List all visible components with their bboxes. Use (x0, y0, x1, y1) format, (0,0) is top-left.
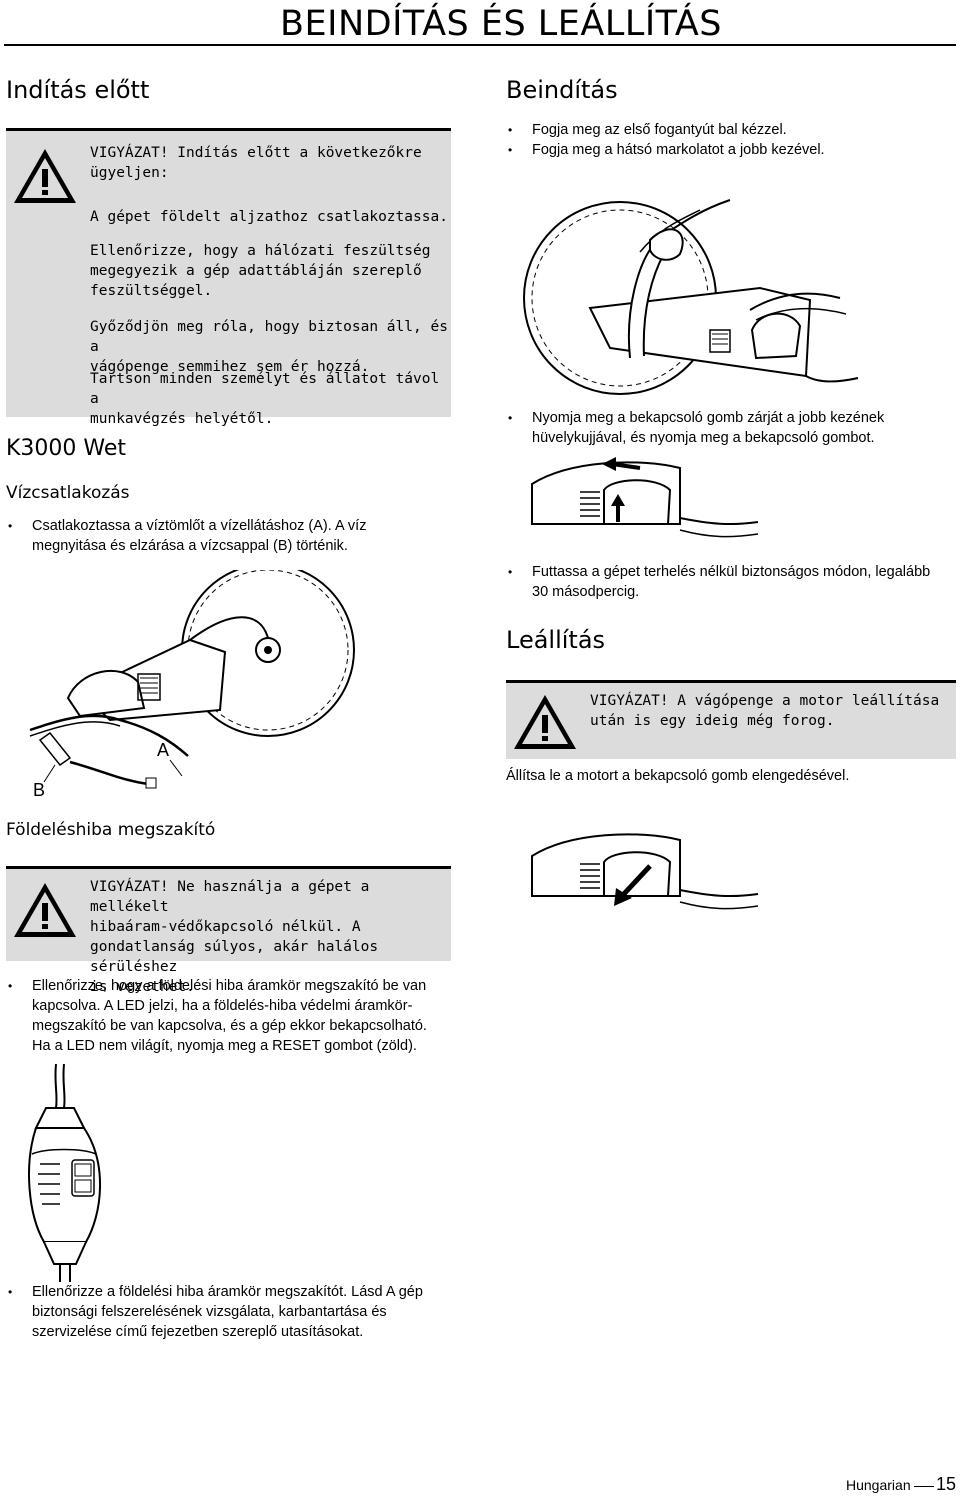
fault-breaker-title: Földeléshiba megszakító (6, 820, 216, 840)
stop-instruction: Állítsa le a motort a bekapcsoló gomb el… (506, 768, 850, 784)
trigger-press-illustration (531, 457, 759, 538)
label-a: A (157, 740, 170, 760)
warning-title: VIGYÁZAT! Indítás előtt a következőkre ü… (90, 145, 422, 181)
fault-bullet-list: Ellenőrizze, hogy a földelési hiba áramk… (6, 976, 451, 1056)
stop-warning-text: VIGYÁZAT! A vágópenge a motor leállítása… (590, 693, 940, 729)
header-rule (4, 44, 956, 46)
check-bullet: Ellenőrizze a földelési hiba áramkör meg… (6, 1282, 451, 1342)
start-bullet-front-handle: Fogja meg az első fogantyút bal kézzel. (506, 120, 956, 140)
model-title: K3000 Wet (6, 436, 127, 461)
label-b: B (33, 780, 46, 800)
water-bullet: Csatlakoztassa a víztömlőt a vízellátásh… (6, 516, 451, 556)
page-title: BEINDÍTÁS ÉS LEÁLLÍTÁS (280, 4, 723, 44)
water-connection-title: Vízcsatlakozás (6, 483, 130, 503)
warning-box-before-start: VIGYÁZAT! Indítás előtt a következőkre ü… (6, 128, 451, 427)
warning-item-distance: Tartson minden személyt és állatot távol… (90, 371, 440, 427)
warning-triangle-icon (514, 695, 576, 749)
start-bullet-rear-handle: Fogja meg a hátsó markolatot a jobb kezé… (506, 140, 956, 160)
trigger-bullet-list: Nyomja meg a bekapcsoló gomb zárját a jo… (506, 408, 956, 448)
section-title-stop: Leállítás (506, 626, 606, 654)
start-bullet-list: Fogja meg az első fogantyút bal kézzel. … (506, 120, 956, 160)
section-title-start: Beindítás (506, 76, 618, 104)
warning-box-fault-breaker: VIGYÁZAT! Ne használja a gépet a melléke… (6, 866, 451, 995)
footer-page-number: 15 (936, 1474, 957, 1494)
warning-triangle-icon (14, 149, 76, 203)
check-bullet-list: Ellenőrizze a földelési hiba áramkör meg… (6, 1282, 451, 1342)
trigger-bullet: Nyomja meg a bekapcsoló gomb zárját a jo… (506, 408, 956, 448)
two-hand-grip-illustration (523, 199, 859, 395)
section-title-before-start: Indítás előtt (6, 76, 150, 104)
cutter-water-illustration (29, 570, 355, 789)
prcd-device-illustration (28, 1064, 101, 1282)
warning-triangle-icon (14, 883, 76, 937)
run-bullet: Futtassa a gépet terhelés nélkül biztons… (506, 562, 956, 602)
water-bullet-list: Csatlakoztassa a víztömlőt a vízellátásh… (6, 516, 451, 556)
run-bullet-list: Futtassa a gépet terhelés nélkül biztons… (506, 562, 956, 602)
warning-item-stance: Győződjön meg róla, hogy biztosan áll, é… (90, 319, 448, 375)
fault-bullet: Ellenőrizze, hogy a földelési hiba áramk… (6, 976, 451, 1056)
warning-item-voltage: Ellenőrizze, hogy a hálózati feszültség … (90, 243, 431, 299)
trigger-release-illustration (531, 833, 759, 910)
warning-box-stop: VIGYÁZAT! A vágópenge a motor leállítása… (506, 680, 956, 759)
warning-item-grounding: A gépet földelt aljzathoz csatlakoztassa… (90, 209, 448, 225)
footer-rule (914, 1486, 934, 1487)
footer-language: Hungarian (846, 1477, 911, 1493)
